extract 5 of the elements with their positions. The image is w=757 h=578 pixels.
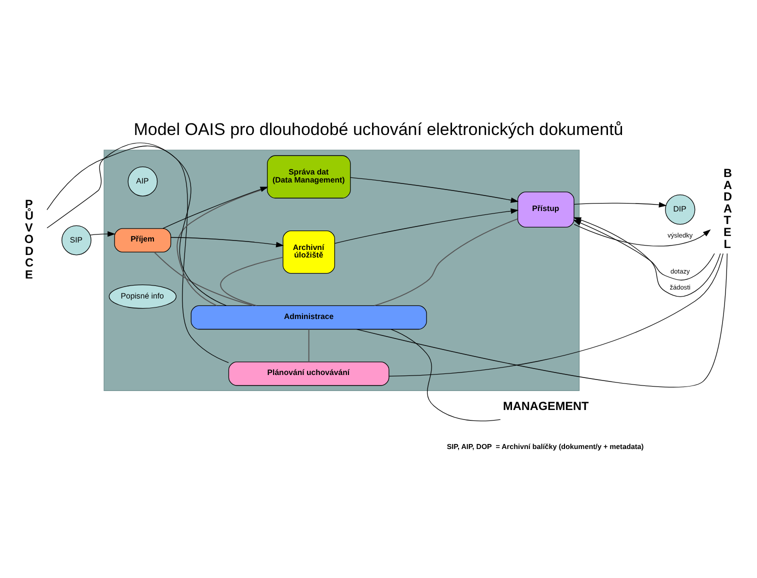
node-text: BADATEL <box>723 167 732 251</box>
node-text: MANAGEMENT <box>503 400 589 413</box>
node-text: PŮVODCE <box>24 198 34 282</box>
diagram-title: Model OAIS pro dlouhodobé uchování elektronických dokumentů <box>134 120 624 139</box>
label: SIP, AIP, DOP = Archivní balíčky (dokument/y + metadata) <box>446 442 644 451</box>
